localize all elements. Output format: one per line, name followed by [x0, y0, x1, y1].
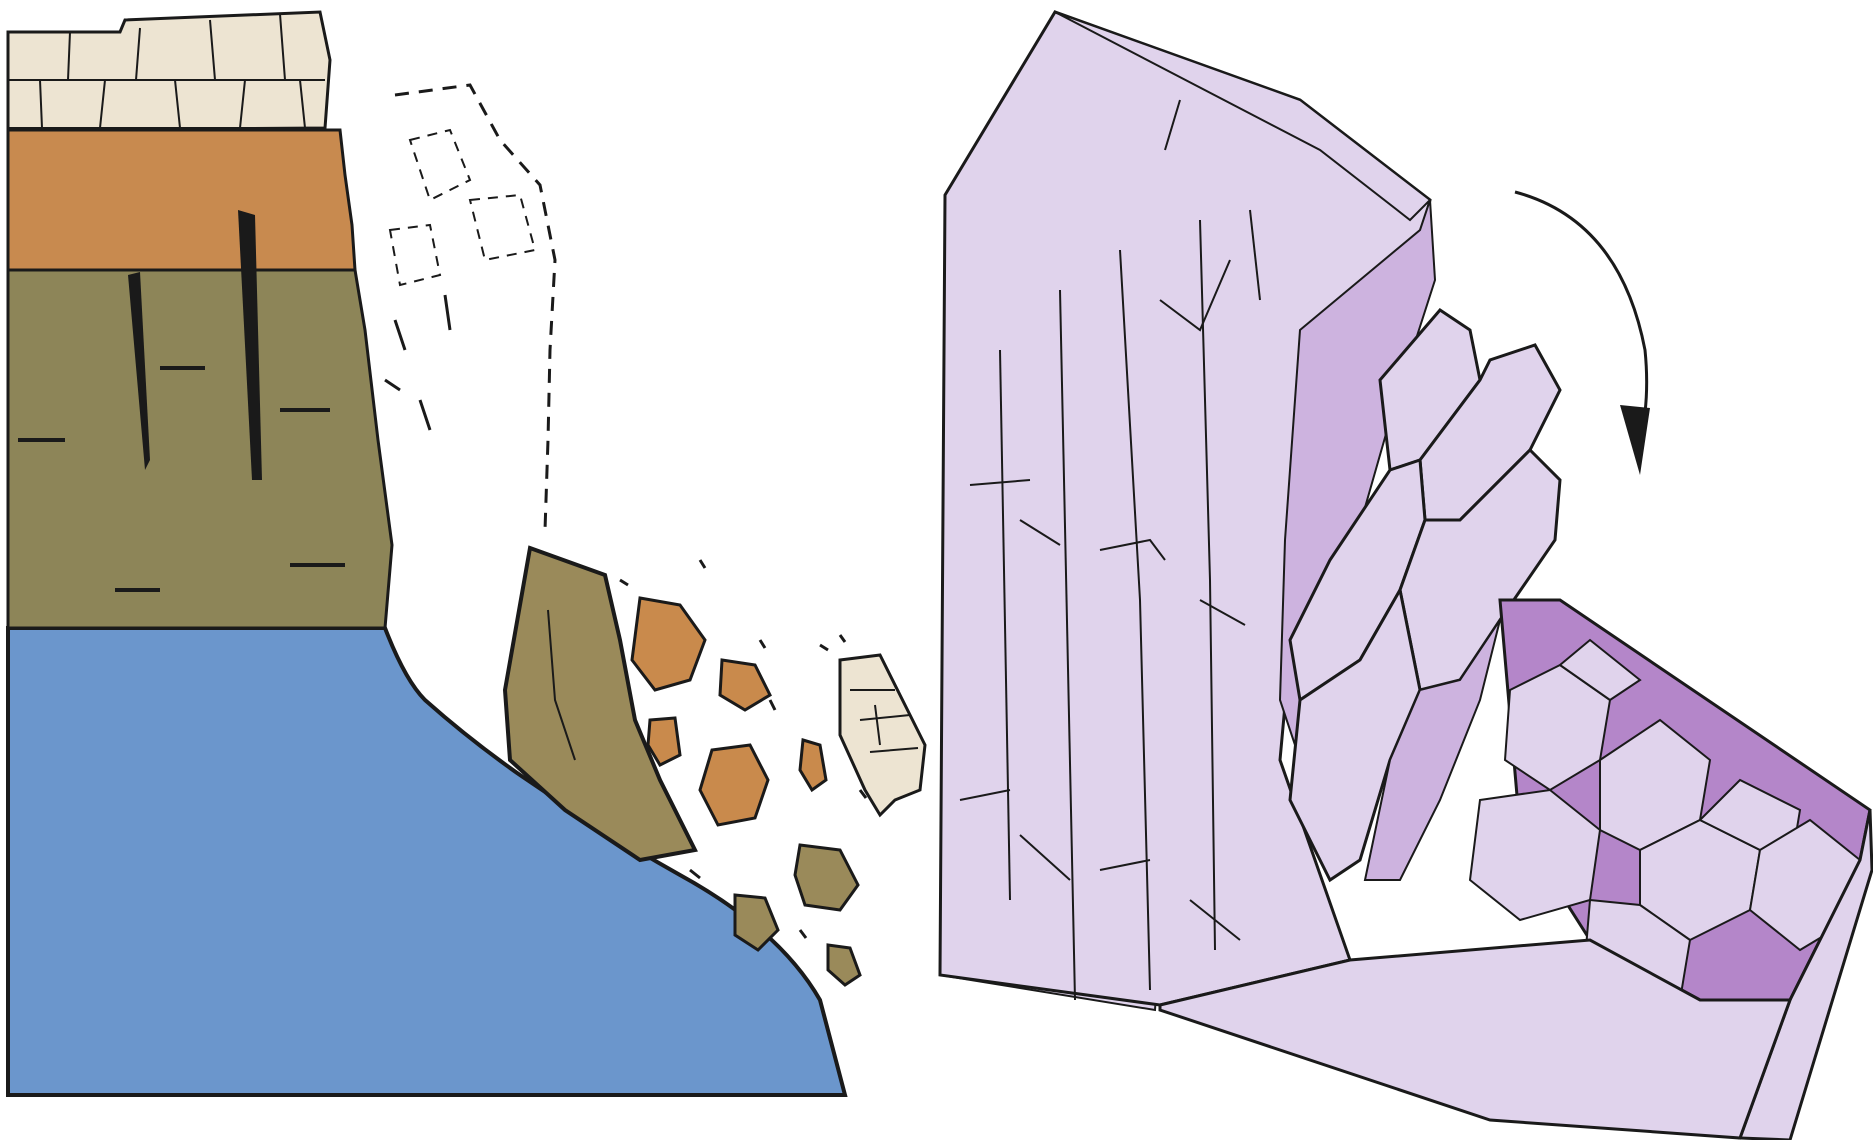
rockfall-panel	[8, 12, 925, 1095]
toppling-panel	[940, 12, 1872, 1140]
arrow-head-icon	[1620, 405, 1650, 475]
former-cliff-outline	[395, 85, 555, 530]
sandstone-layer	[8, 130, 355, 270]
shale-layer	[8, 270, 392, 628]
falling-caprock-fragment	[840, 655, 925, 815]
water-body	[8, 628, 845, 1095]
limestone-caprock	[8, 12, 330, 130]
